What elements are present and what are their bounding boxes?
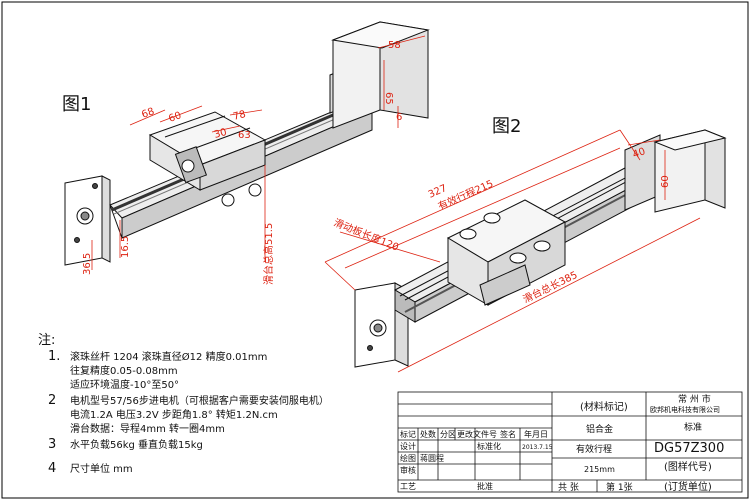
- note-1-line-2: 往复精度0.05-0.08mm: [70, 364, 178, 377]
- dim-40: 40: [631, 146, 647, 161]
- fig1-wheel: [221, 193, 235, 207]
- tb-sheet-no: 第 1张: [606, 481, 633, 493]
- dim-stroke: 滑动板长度120: [332, 216, 401, 254]
- dim-78: 78: [232, 109, 247, 123]
- dim-60: 60: [660, 175, 671, 188]
- fig2-dimensions: [324, 129, 701, 373]
- tb-rev-h5: 年月日: [524, 429, 548, 439]
- note-2-num: 2: [48, 393, 56, 408]
- dim-68: 68: [140, 106, 156, 121]
- fig1-dim-labels: 58 65 6 68 60 78 30 63 滑台总高51.5 36.5 16.…: [82, 40, 402, 285]
- note-1-line-3: 适应环境温度-10°至50°: [70, 378, 179, 391]
- tb-design: 设计: [400, 441, 416, 451]
- fig1-dimensions: [91, 35, 426, 270]
- tb-rev-h1: 处数: [420, 429, 436, 439]
- fig2-wheel: [459, 228, 477, 240]
- tb-approve: 批准: [477, 481, 493, 491]
- dim-height: 滑台总高51.5: [262, 223, 275, 285]
- tb-standard: 标准: [684, 421, 702, 433]
- note-2-line-3: 滑台数据：导程4mm 转一圈4mm: [70, 422, 225, 435]
- dim-16-5: 16.5: [120, 236, 131, 258]
- tb-rev-h0: 标记: [400, 429, 416, 439]
- tb-draw: 绘图: [400, 453, 416, 463]
- tb-order-unit: (订货单位): [664, 480, 712, 493]
- fig2-label: 图2: [492, 116, 521, 137]
- tb-company-city: 常 州 市: [678, 393, 711, 405]
- notes-block: 注: 1. 滚珠丝杆 1204 滚珠直径Ø12 精度0.01mm 往复精度0.0…: [38, 333, 329, 476]
- dim-effective: 有效行程215: [436, 177, 495, 213]
- tb-process: 工艺: [400, 482, 416, 491]
- dim-30: 30: [213, 127, 228, 141]
- dim-60: 60: [167, 110, 183, 125]
- figure-1: [64, 21, 430, 266]
- note-4-num: 4: [48, 461, 56, 476]
- tb-rev-h2: 分区: [440, 430, 456, 439]
- tb-model: DG57Z300: [654, 441, 724, 456]
- tb-material-mark: (材料标记): [580, 400, 628, 413]
- tb-drawing-code: (图样代号): [664, 460, 712, 473]
- tb-stroke-value: 215mm: [584, 465, 615, 474]
- dim-65: 65: [383, 92, 394, 105]
- tb-material: 铝合金: [586, 423, 613, 435]
- note-3-num: 3: [48, 437, 56, 452]
- note-2-line-2: 电流1.2A 电压3.2V 步距角1.8° 转矩1.2N.cm: [70, 408, 278, 421]
- tb-sheet-total: 共 张: [558, 482, 579, 493]
- tb-review: 审核: [400, 465, 416, 475]
- title-block-text: (材料标记) 铝合金 常 州 市 欧邦机电科技有限公司 标准 DG57Z300 …: [400, 393, 724, 493]
- tb-drawer: 蒋圆程: [420, 453, 444, 463]
- tb-date: 2013.7.15: [522, 444, 553, 451]
- notes-title: 注:: [38, 333, 55, 348]
- fig1-label: 图1: [62, 94, 91, 115]
- note-3-line-1: 水平负载56kg 垂直负载15kg: [70, 438, 203, 451]
- tb-rev-h4: 签名: [500, 429, 516, 439]
- figure-2: [354, 129, 727, 368]
- title-block: [397, 391, 743, 493]
- dim-36-5: 36.5: [82, 253, 93, 275]
- note-2-line-1: 电机型号57/56步进电机（可根据客户需要安装伺服电机）: [70, 394, 329, 407]
- dim-6: 6: [396, 112, 402, 123]
- note-4-line-1: 尺寸单位 mm: [70, 462, 133, 475]
- tb-standardize: 标准化: [477, 441, 501, 451]
- note-1-num: 1.: [48, 349, 60, 364]
- note-1-line-1: 滚珠丝杆 1204 滚珠直径Ø12 精度0.01mm: [70, 350, 267, 363]
- dim-58: 58: [388, 40, 401, 51]
- dim-63: 63: [238, 130, 251, 141]
- tb-rev-h3: 更改文件号: [457, 429, 497, 439]
- tb-company: 欧邦机电科技有限公司: [650, 405, 720, 414]
- tb-stroke-title: 有效行程: [576, 443, 612, 455]
